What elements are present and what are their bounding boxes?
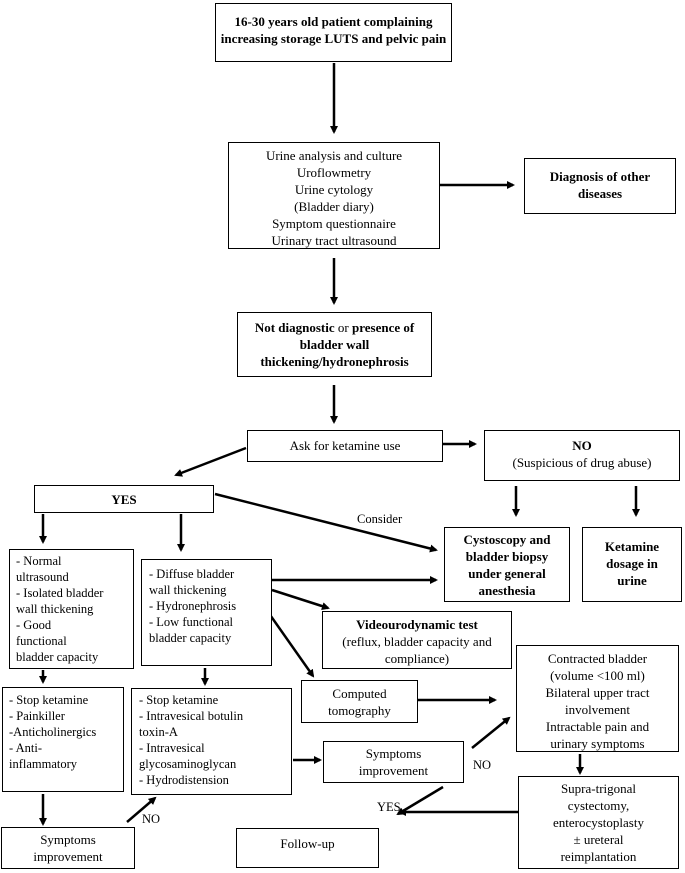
arrow-symp2-to-follow <box>396 785 444 816</box>
cystoscopy-box: Cystoscopy and bladder biopsy under gene… <box>444 527 570 602</box>
arrow-diffuse-to-ct <box>266 611 315 678</box>
no-label-right: NO <box>473 758 492 772</box>
initial-tests-box: Urine analysis and culture Uroflowmetry … <box>228 142 440 249</box>
start-box: 16-30 years old patient complaining incr… <box>215 3 452 62</box>
stop-ketamine-box-2: - Stop ketamine - Intravesical botulin t… <box>131 688 292 795</box>
other-diseases-box: Diagnosis of other diseases <box>524 158 676 214</box>
stop-ketamine-box-1: - Stop ketamine - Painkiller -Anticholin… <box>2 687 124 792</box>
ask-ketamine-box: Ask for ketamine use <box>247 430 443 462</box>
consider-label: Consider <box>357 512 403 526</box>
arrow-symp1-to-stop2 <box>126 796 157 823</box>
ketamine-dosage-box: Ketamine dosage in urine <box>582 527 682 602</box>
yes-box: YES <box>34 485 214 513</box>
symptoms-improvement-box-1: Symptoms improvement <box>1 827 135 869</box>
computed-tomography-box: Computed tomography <box>301 680 418 723</box>
no-suspicious-box: NO (Suspicious of drug abuse) <box>484 430 680 481</box>
videourodynamic-box: Videourodynamic test (reflux, bladder ca… <box>322 611 512 669</box>
arrow-ask-to-yes <box>174 446 247 477</box>
normal-ultrasound-box: - Normal ultrasound - Isolated bladder w… <box>9 549 134 669</box>
yes-label-bottom: YES <box>377 800 401 814</box>
follow-up-box: Follow-up <box>236 828 379 868</box>
symptoms-improvement-box-2: Symptoms improvement <box>323 741 464 783</box>
not-diagnostic-box: Not diagnostic or presence of bladder wa… <box>237 312 432 377</box>
diffuse-thickening-box: - Diffuse bladder wall thickening - Hydr… <box>141 559 272 666</box>
arrow-diffuse-to-video <box>271 588 330 610</box>
contracted-bladder-box: Contracted bladder (volume <100 ml) Bila… <box>516 645 679 752</box>
arrow-symp2-to-contracted <box>471 716 511 749</box>
surgery-box: Supra-trigonal cystectomy, enterocystopl… <box>518 776 679 869</box>
arrow-yes-to-cysto <box>214 492 438 553</box>
no-label-left: NO <box>142 812 161 826</box>
